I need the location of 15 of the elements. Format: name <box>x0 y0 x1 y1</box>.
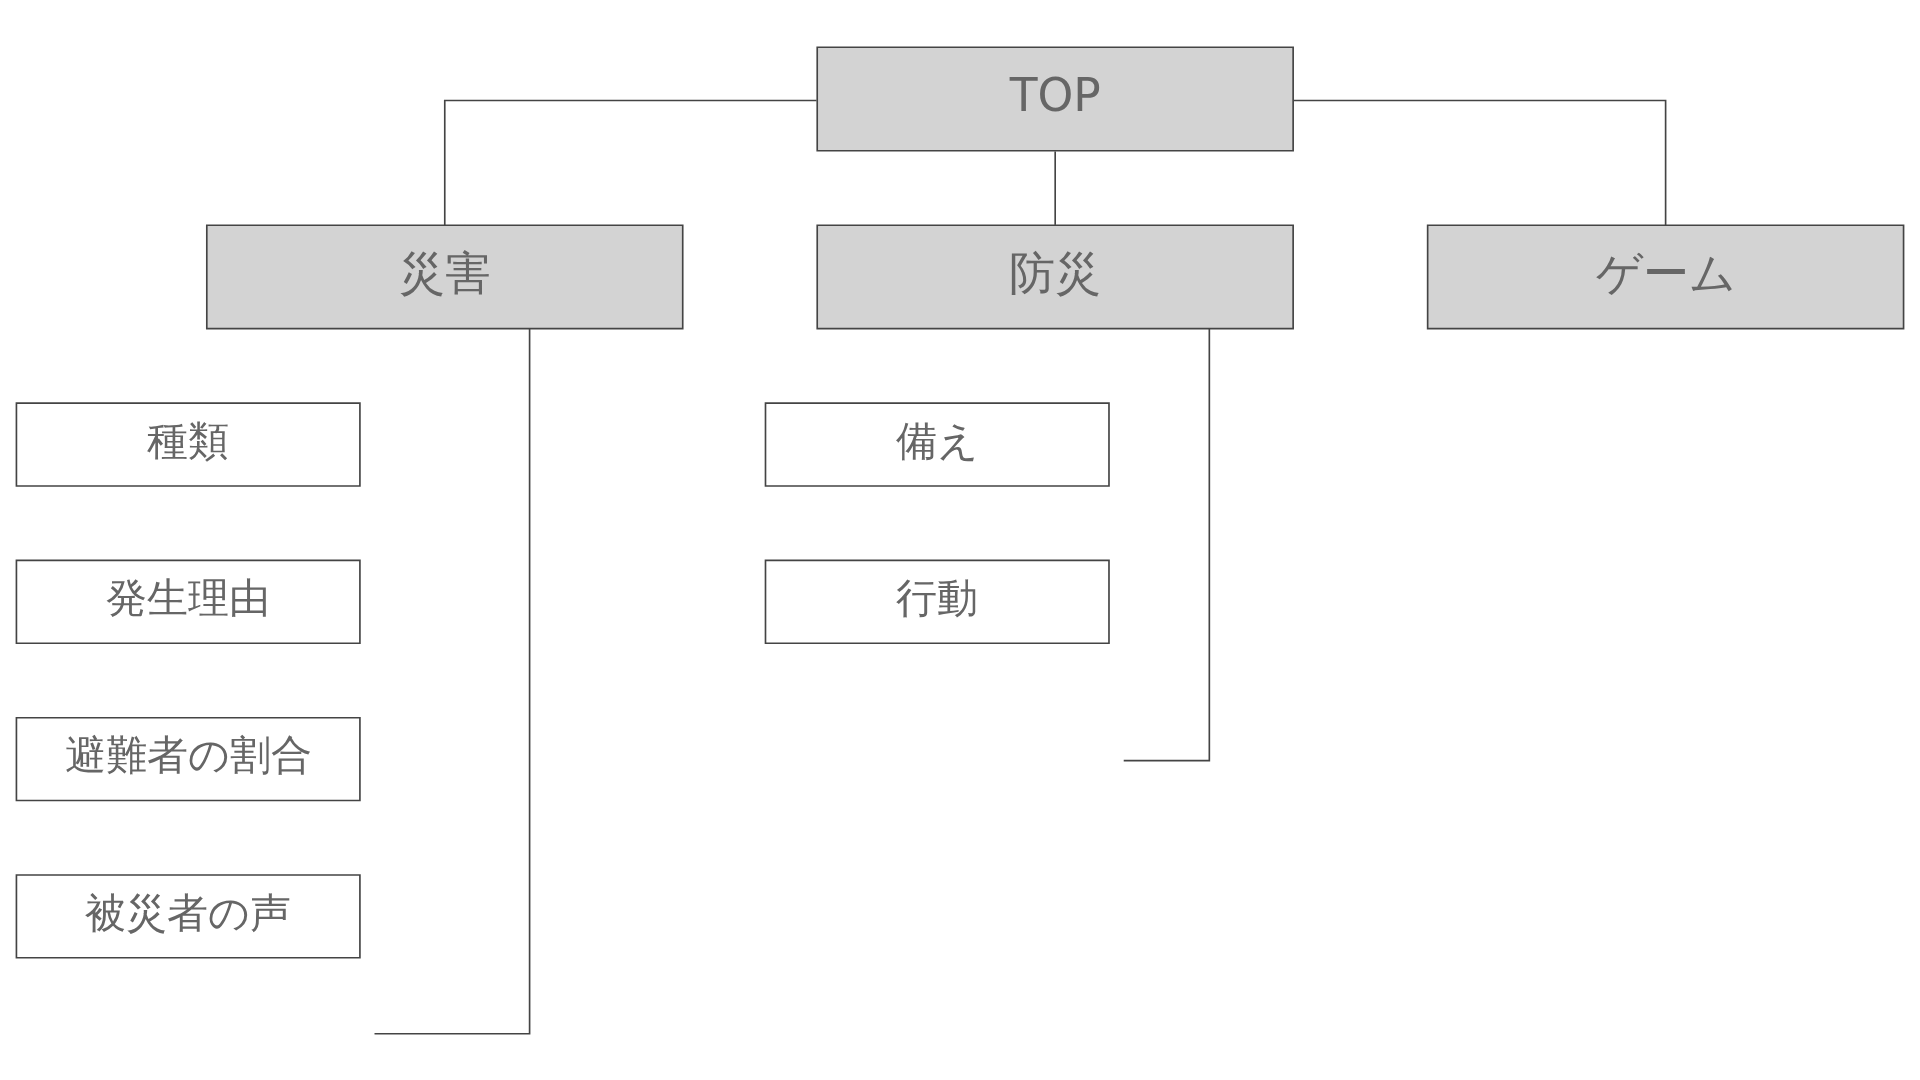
node-box: 種類 <box>15 401 361 487</box>
node-box: 発生理由 <box>15 559 361 644</box>
node-box: 災害 <box>205 223 684 329</box>
node-box: 被災者の声 <box>15 873 361 959</box>
connector <box>1122 327 1211 761</box>
connector <box>373 327 531 1035</box>
connector <box>1293 99 1667 226</box>
node-box: 行動 <box>764 559 1110 644</box>
node-box: TOP <box>816 45 1294 152</box>
node-box: 防災 <box>816 223 1294 329</box>
node-box: 備え <box>764 401 1110 487</box>
node-box: 避難者の割合 <box>15 716 361 801</box>
connector <box>1054 150 1056 226</box>
connector <box>443 99 818 226</box>
node-box: ゲーム <box>1426 223 1905 329</box>
